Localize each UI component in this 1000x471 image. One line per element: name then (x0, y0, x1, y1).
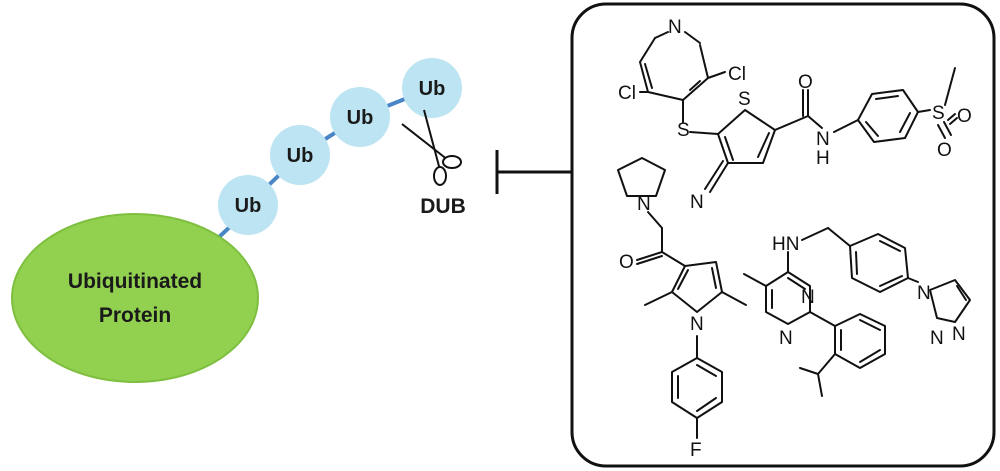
atom-n: N (668, 17, 682, 38)
ub-label: Ub (235, 195, 262, 217)
atom-f: F (690, 440, 702, 461)
atom-nh-n: N (816, 129, 830, 150)
atom-n: N (930, 328, 944, 349)
atom-n: N (917, 283, 931, 304)
atom-o: O (957, 106, 972, 127)
ub-label: Ub (347, 107, 374, 129)
ubiquitinated-protein: Ubiquitinated Protein (11, 213, 259, 383)
ubiquitin-2: Ub (270, 125, 330, 185)
inhibitor-molecule-1: N Cl Cl S S N O N H S O O (618, 17, 972, 213)
scissors-icon (401, 109, 462, 186)
inhibitor-structures-box (570, 2, 996, 468)
atom-s: S (677, 120, 690, 141)
atom-nh-h: H (816, 148, 830, 169)
ubiquitin-4: Ub (402, 58, 462, 118)
atom-n: N (779, 328, 793, 349)
ub-label: Ub (287, 145, 314, 167)
atom-o: O (798, 72, 813, 93)
inhibition-arrow-icon (495, 150, 572, 194)
atom-hn: HN (772, 234, 799, 255)
atom-cl: Cl (618, 83, 636, 104)
atom-s: S (738, 89, 751, 110)
inhibitor-molecule-3: HN N N N N N (743, 227, 971, 397)
atom-cl: Cl (728, 64, 746, 85)
atom-n: N (690, 192, 704, 213)
atom-s: S (932, 103, 945, 124)
dub-label: DUB (420, 195, 466, 218)
atom-o: O (937, 140, 952, 161)
atom-o: O (619, 252, 634, 273)
ub-label: Ub (419, 78, 446, 100)
protein-label-line1: Ubiquitinated (68, 270, 202, 293)
ubiquitin-1: Ub (218, 175, 278, 235)
protein-label-line2: Protein (99, 304, 171, 327)
atom-n: N (690, 314, 704, 335)
ubiquitin-3: Ub (330, 87, 390, 147)
atom-n: N (952, 324, 966, 345)
atom-n: N (801, 287, 815, 308)
inhibitor-molecule-2: N O N F (617, 157, 747, 461)
atom-n: N (637, 194, 651, 215)
